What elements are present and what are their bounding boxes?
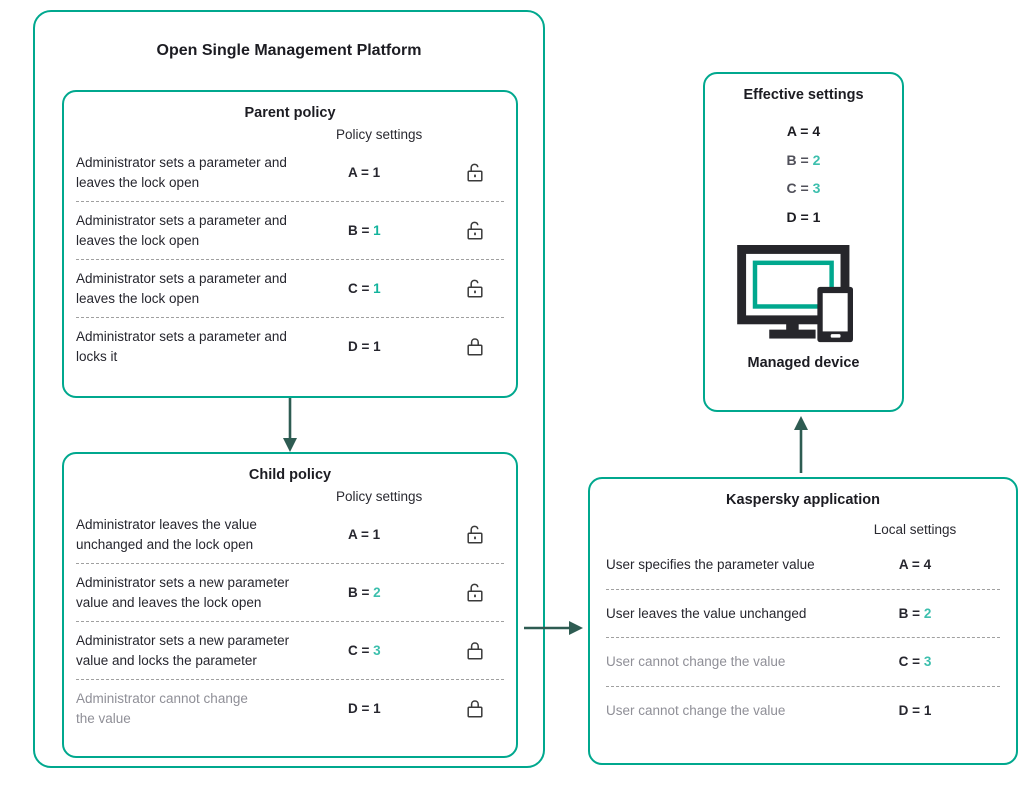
local-setting-row: User cannot change the value C = 3 (606, 637, 1000, 686)
row-value: C = 3 (348, 643, 381, 659)
parent-policy-rows: Administrator sets a parameter and leave… (64, 142, 516, 376)
open-lock-icon (467, 279, 483, 298)
row-description: User cannot change the value (606, 654, 786, 670)
row-description: Administrator sets a new parameter value… (76, 633, 290, 668)
policy-settings-header-row: Policy settings (64, 483, 516, 504)
application-to-device-arrow-icon (794, 416, 808, 473)
closed-lock-icon (467, 338, 483, 356)
row-description: Administrator cannot change the value (76, 691, 248, 726)
effective-settings-list: A = 4 B = 2 C = 3 D = 1 (705, 117, 902, 231)
policy-row: Administrator cannot change the value D … (76, 679, 504, 737)
policy-row: Administrator sets a parameter and leave… (76, 144, 504, 201)
row-value: D = 1 (348, 701, 381, 717)
managed-device-icon (736, 245, 853, 343)
row-description: User leaves the value unchanged (606, 605, 807, 621)
policy-row: Administrator sets a parameter and leave… (76, 259, 504, 317)
effective-setting-item: C = 3 (786, 180, 821, 196)
effective-setting-item: B = 2 (786, 151, 821, 168)
policy-settings-header: Policy settings (336, 127, 423, 142)
row-value: B = 1 (348, 223, 381, 239)
closed-lock-icon (467, 700, 483, 718)
policy-settings-header-row: Policy settings (64, 121, 516, 142)
row-value: A = 1 (348, 527, 381, 543)
row-value: B = 2 (898, 605, 932, 621)
osmp-title: Open Single Management Platform (156, 42, 422, 59)
closed-lock-icon (467, 642, 483, 660)
row-description: Administrator sets a parameter and locks… (76, 329, 287, 364)
managed-device-label: Managed device (747, 355, 860, 371)
row-description: Administrator sets a new parameter value… (76, 575, 290, 610)
row-description: Administrator leaves the value unchanged… (76, 517, 257, 552)
policy-row: Administrator sets a parameter and locks… (76, 317, 504, 375)
row-value: C = 1 (348, 281, 381, 297)
open-lock-icon (467, 525, 483, 544)
child-policy-title: Child policy (248, 467, 332, 483)
effective-settings-title: Effective settings (743, 87, 864, 103)
row-description: User specifies the parameter value (606, 557, 815, 572)
child-policy-panel: Child policy Policy settings Administrat… (62, 452, 518, 758)
row-description: User cannot change the value (606, 702, 786, 718)
effective-setting-item: A = 4 (786, 123, 821, 139)
open-lock-icon (467, 163, 483, 182)
row-value: A = 1 (348, 165, 381, 181)
row-value: D = 1 (898, 702, 932, 718)
row-value: B = 2 (348, 585, 381, 601)
kaspersky-application-rows: User specifies the parameter value A = 4… (590, 537, 1016, 734)
policy-row: Administrator sets a new parameter value… (76, 563, 504, 621)
effective-settings-panel: Effective settings A = 4 B = 2 C = 3 D =… (703, 72, 904, 412)
row-value: C = 3 (898, 654, 932, 670)
child-policy-rows: Administrator leaves the value unchanged… (64, 504, 516, 738)
kaspersky-application-panel: Kaspersky application Local settings Use… (588, 477, 1018, 765)
row-description: Administrator sets a parameter and leave… (76, 271, 287, 306)
open-lock-icon (467, 583, 483, 602)
row-description: Administrator sets a parameter and leave… (76, 155, 287, 190)
osmp-container: Open Single Management Platform Parent p… (33, 10, 545, 768)
policy-row: Administrator sets a new parameter value… (76, 621, 504, 679)
parent-policy-title: Parent policy (244, 105, 336, 121)
local-setting-row: User leaves the value unchanged B = 2 (606, 588, 1000, 638)
row-description: Administrator sets a parameter and leave… (76, 213, 287, 248)
parent-to-child-arrow-icon (283, 398, 297, 452)
policy-settings-header: Policy settings (336, 489, 423, 504)
policy-to-application-arrow-icon (524, 621, 583, 635)
local-settings-header: Local settings (873, 522, 957, 537)
local-setting-row: User cannot change the value D = 1 (606, 685, 1000, 735)
policy-row: Administrator leaves the value unchanged… (76, 506, 504, 563)
kaspersky-application-title: Kaspersky application (726, 492, 880, 508)
local-setting-row: User specifies the parameter value A = 4 (606, 541, 1000, 589)
row-value: A = 4 (898, 557, 932, 573)
policy-row: Administrator sets a parameter and leave… (76, 201, 504, 259)
local-settings-header-row: Local settings (590, 508, 1016, 537)
open-lock-icon (467, 221, 483, 240)
parent-policy-panel: Parent policy Policy settings Administra… (62, 90, 518, 398)
effective-setting-item: D = 1 (786, 208, 821, 225)
row-value: D = 1 (348, 339, 381, 355)
